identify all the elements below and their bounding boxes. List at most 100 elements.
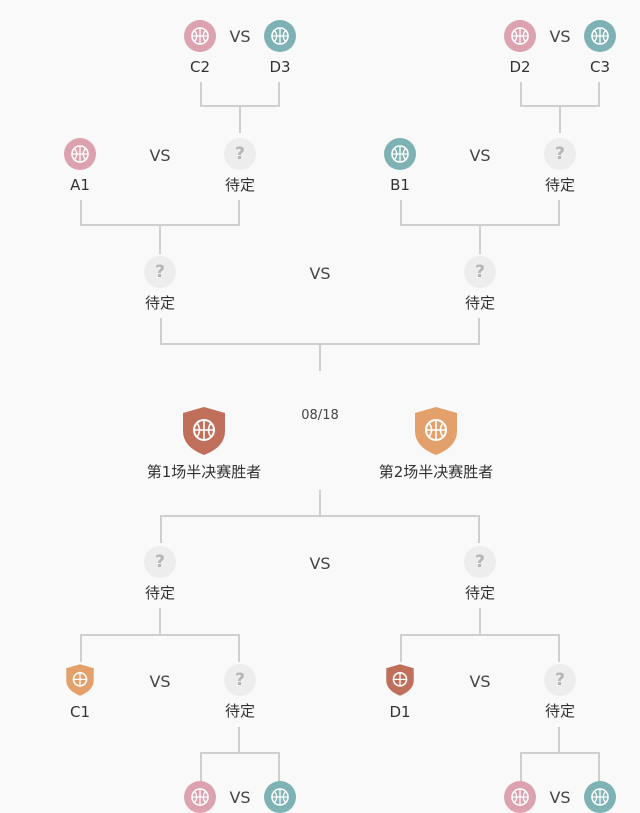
basketball-icon: [184, 20, 216, 52]
connector-line: [80, 634, 240, 636]
team-label: C3: [589, 58, 611, 76]
shield-basketball-icon: [64, 663, 96, 697]
basketball-icon: [264, 20, 296, 52]
final-label-a: 第1场半决赛胜者: [146, 463, 262, 481]
connector-line: [559, 105, 561, 133]
connector-line: [160, 515, 162, 543]
vs-label: VS: [309, 264, 331, 283]
team-label: C1: [69, 703, 91, 721]
vs-label: VS: [549, 27, 571, 46]
team-tbd[interactable]: ? 待定: [520, 664, 600, 721]
question-mark-icon: ?: [464, 256, 496, 288]
team-label: D1: [389, 703, 411, 721]
team-d1[interactable]: D1: [360, 663, 440, 722]
team-label: 待定: [544, 702, 575, 720]
team-label: 待定: [144, 294, 175, 312]
shield-shape: [183, 407, 225, 455]
team-tbd[interactable]: ? 待定: [120, 256, 200, 313]
team-label: D3: [269, 58, 291, 76]
vs-label: VS: [149, 672, 171, 691]
vs-label: VS: [469, 146, 491, 165]
connector-line: [400, 634, 560, 636]
team-b1[interactable]: B1: [360, 138, 440, 195]
connector-line: [400, 634, 402, 662]
team-d2[interactable]: D2: [480, 20, 560, 77]
team-c1[interactable]: C1: [40, 663, 120, 722]
connector-line: [239, 105, 241, 133]
connector-line: [558, 634, 560, 662]
team-label: 待定: [224, 702, 255, 720]
team-a1[interactable]: A1: [40, 138, 120, 195]
connector-line: [160, 318, 162, 344]
connector-line: [558, 200, 560, 225]
team-partial[interactable]: [560, 781, 640, 813]
team-tbd[interactable]: ? 待定: [120, 546, 200, 603]
connector-line: [478, 515, 480, 543]
shield-basketball-icon: [384, 663, 416, 697]
final-team-b[interactable]: [396, 405, 476, 457]
basketball-icon: [584, 781, 616, 813]
question-mark-icon: ?: [544, 138, 576, 170]
basketball-icon: [584, 20, 616, 52]
team-tbd[interactable]: ? 待定: [200, 138, 280, 195]
question-mark-icon: ?: [464, 546, 496, 578]
team-tbd[interactable]: ? 待定: [440, 546, 520, 603]
final-team-a[interactable]: [164, 405, 244, 457]
question-mark-icon: ?: [544, 664, 576, 696]
connector-line: [200, 752, 202, 782]
connector-line: [400, 200, 402, 225]
connector-line: [520, 752, 600, 754]
connector-line: [278, 82, 280, 106]
connector-line: [160, 515, 480, 517]
shield-shape: [66, 664, 94, 696]
connector-line: [598, 752, 600, 782]
basketball-icon: [264, 781, 296, 813]
team-tbd[interactable]: ? 待定: [200, 664, 280, 721]
team-partial[interactable]: [240, 781, 320, 813]
vs-label: VS: [469, 672, 491, 691]
team-label: B1: [390, 176, 410, 194]
vs-label: VS: [149, 146, 171, 165]
team-label: 待定: [144, 584, 175, 602]
team-label: C2: [189, 58, 211, 76]
final-label-b: 第2场半决赛胜者: [378, 463, 494, 481]
connector-line: [238, 727, 240, 753]
team-tbd[interactable]: ? 待定: [440, 256, 520, 313]
shield-shape: [415, 407, 457, 455]
connector-line: [278, 752, 280, 782]
connector-line: [80, 200, 82, 225]
connector-line: [238, 634, 240, 662]
connector-line: [200, 82, 202, 106]
final-date: 08/18: [301, 408, 339, 423]
question-mark-icon: ?: [144, 256, 176, 288]
team-label: 待定: [224, 176, 255, 194]
connector-line: [520, 752, 522, 782]
connector-line: [238, 200, 240, 225]
connector-line: [319, 490, 321, 516]
connector-line: [479, 608, 481, 635]
basketball-icon: [64, 138, 96, 170]
connector-line: [80, 634, 82, 662]
team-d3[interactable]: D3: [240, 20, 320, 77]
connector-line: [478, 318, 480, 344]
question-mark-icon: ?: [144, 546, 176, 578]
basketball-icon: [384, 138, 416, 170]
vs-label: VS: [229, 27, 251, 46]
team-label: 待定: [464, 584, 495, 602]
connector-line: [319, 343, 321, 371]
team-label: A1: [70, 176, 90, 194]
team-c3[interactable]: C3: [560, 20, 640, 77]
shield-shape: [386, 664, 414, 696]
connector-line: [598, 82, 600, 106]
team-label: D2: [509, 58, 531, 76]
connector-line: [200, 752, 280, 754]
connector-line: [558, 727, 560, 753]
shield-basketball-icon: [412, 405, 460, 457]
team-label: 待定: [544, 176, 575, 194]
question-mark-icon: ?: [224, 138, 256, 170]
team-tbd[interactable]: ? 待定: [520, 138, 600, 195]
vs-label: VS: [309, 554, 331, 573]
team-c2[interactable]: C2: [160, 20, 240, 77]
connector-line: [159, 224, 161, 254]
